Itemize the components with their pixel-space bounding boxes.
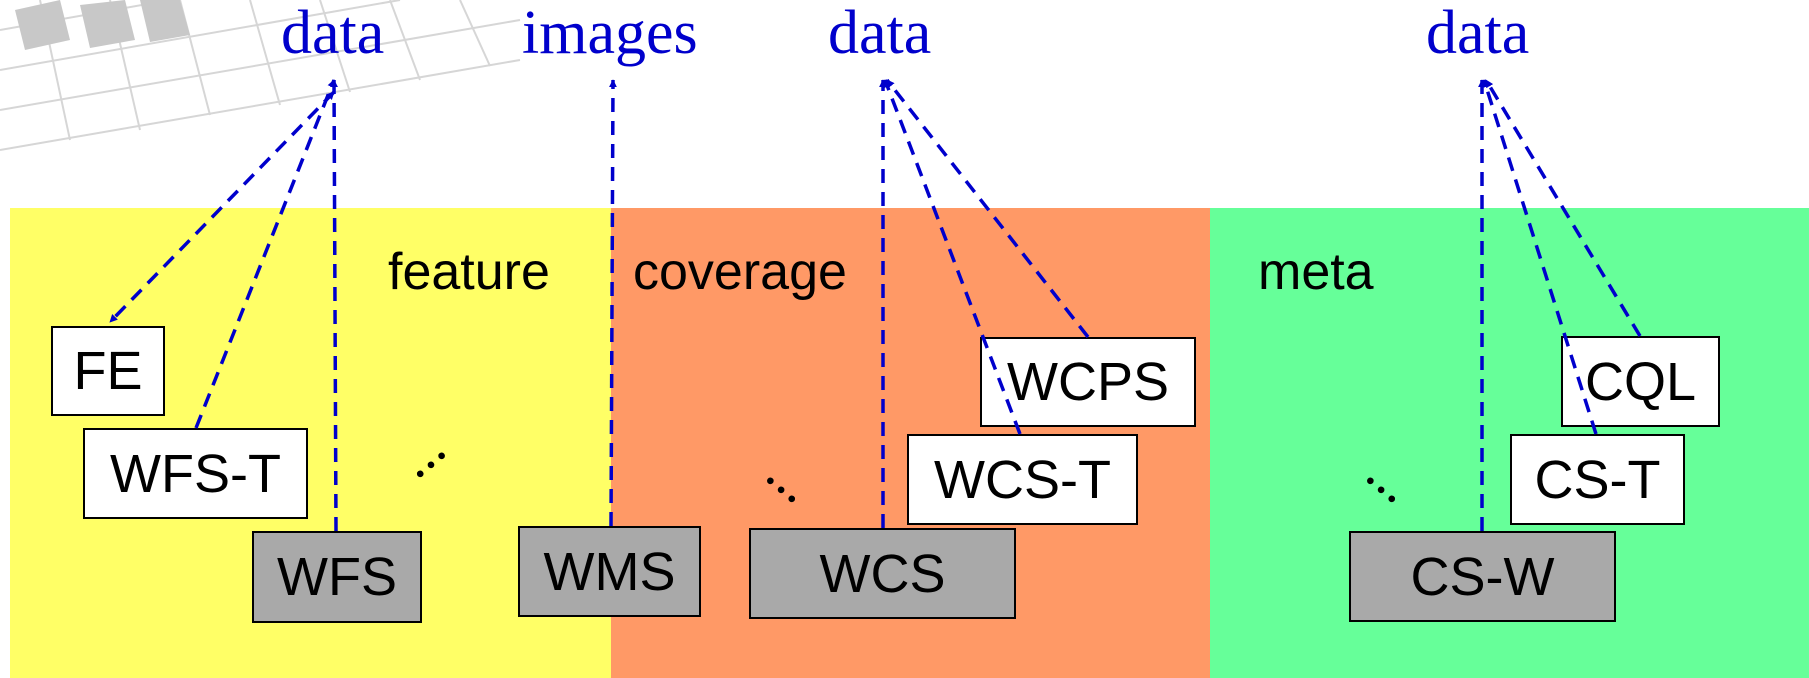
fe-box: FE bbox=[51, 326, 165, 416]
cql-box: CQL bbox=[1561, 336, 1720, 427]
wcs-box: WCS bbox=[749, 528, 1016, 619]
cs-w-box: CS-W bbox=[1349, 531, 1616, 622]
wfs-box: WFS bbox=[252, 531, 422, 623]
wms-box: WMS bbox=[518, 526, 701, 617]
images-target: images bbox=[522, 0, 698, 67]
coverage-section-label: coverage bbox=[633, 243, 847, 301]
wcps-box: WCPS bbox=[980, 337, 1196, 427]
feature-section-label: feature bbox=[388, 243, 550, 301]
cs-t-box: CS-T bbox=[1510, 434, 1685, 525]
wfs-t-box: WFS-T bbox=[83, 428, 308, 519]
background-watermark-graphic bbox=[0, 0, 521, 151]
meta-section-label: meta bbox=[1258, 243, 1374, 301]
coverage-data-target: data bbox=[828, 0, 932, 67]
meta-data-target: data bbox=[1426, 0, 1530, 67]
feature-data-target: data bbox=[281, 0, 385, 67]
wcs-t-box: WCS-T bbox=[907, 434, 1138, 525]
